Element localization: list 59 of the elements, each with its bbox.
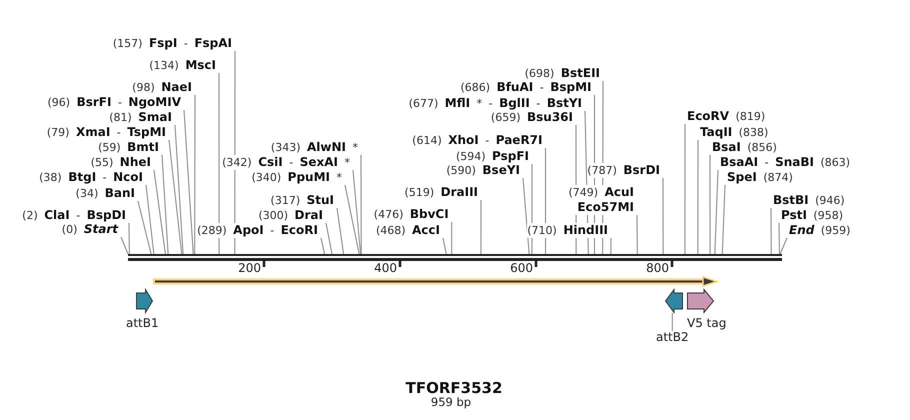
leader-line bbox=[714, 170, 718, 254]
orf-arrow bbox=[153, 276, 719, 287]
leader-line bbox=[146, 184, 154, 254]
leader-line bbox=[770, 208, 772, 254]
leader-line bbox=[672, 312, 673, 332]
restriction-site-label: (343) AlwNI* bbox=[270, 140, 361, 155]
leader-line bbox=[138, 200, 152, 254]
map-title: TFORF3532 bbox=[406, 379, 502, 397]
leader-line bbox=[710, 154, 711, 254]
sequence-backbone bbox=[128, 254, 782, 261]
feature-label: attB2 bbox=[656, 331, 689, 344]
leader-line bbox=[344, 184, 360, 254]
leader-line bbox=[480, 200, 482, 254]
sequence-length: 959 bp bbox=[430, 396, 472, 409]
leader-line bbox=[684, 124, 686, 254]
restriction-site-label: EcoRV (819) bbox=[685, 109, 766, 124]
sequence-feature bbox=[665, 289, 683, 313]
leader-line bbox=[128, 222, 130, 254]
leader-line bbox=[120, 236, 128, 254]
leader-line bbox=[360, 154, 362, 254]
restriction-site-label: BsaAI - SnaBI (863) bbox=[718, 155, 850, 170]
restriction-site-label: End (959) bbox=[787, 223, 850, 238]
feature-label: V5 tag bbox=[687, 317, 726, 330]
leader-line bbox=[162, 154, 169, 254]
leader-line bbox=[326, 222, 332, 254]
leader-line bbox=[451, 222, 452, 254]
leader-line bbox=[636, 214, 638, 254]
leader-line bbox=[778, 222, 780, 254]
leader-line bbox=[320, 238, 326, 254]
leader-line bbox=[352, 170, 362, 254]
leader-line bbox=[154, 170, 166, 254]
leader-line bbox=[610, 238, 612, 254]
restriction-site-label: (342) CsiI - SexAI* bbox=[222, 155, 353, 170]
ruler-label: 800 bbox=[646, 262, 669, 275]
leader-line bbox=[174, 124, 184, 254]
restriction-site-label: TaqII (838) bbox=[698, 125, 768, 140]
ruler-label: 400 bbox=[374, 262, 397, 275]
leader-line bbox=[780, 238, 788, 254]
leader-line bbox=[184, 110, 194, 254]
leader-line bbox=[722, 184, 726, 254]
restriction-site-label: (0) Start bbox=[62, 222, 121, 237]
ruler-label: 600 bbox=[510, 262, 533, 275]
leader-line bbox=[697, 140, 698, 254]
leader-line bbox=[194, 94, 196, 254]
feature-label: attB1 bbox=[126, 317, 159, 330]
leader-line bbox=[336, 208, 344, 254]
restriction-site-label: PstI (958) bbox=[779, 208, 844, 223]
restriction-site-label: BsaI (856) bbox=[710, 140, 777, 155]
ruler-label: 200 bbox=[238, 262, 261, 275]
leader-line bbox=[234, 50, 236, 254]
leader-line bbox=[442, 238, 447, 254]
leader-line bbox=[218, 72, 220, 254]
leader-line bbox=[662, 178, 664, 254]
leader-line bbox=[522, 178, 530, 254]
restriction-site-label: (340) PpuMI* bbox=[252, 170, 345, 185]
restriction-site-label: BstBI (946) bbox=[771, 193, 845, 208]
restriction-site-label: SpeI (874) bbox=[725, 170, 793, 185]
restriction-site-label: (96) BsrFI - NgoMIV bbox=[48, 95, 184, 110]
leader-line bbox=[168, 140, 182, 254]
